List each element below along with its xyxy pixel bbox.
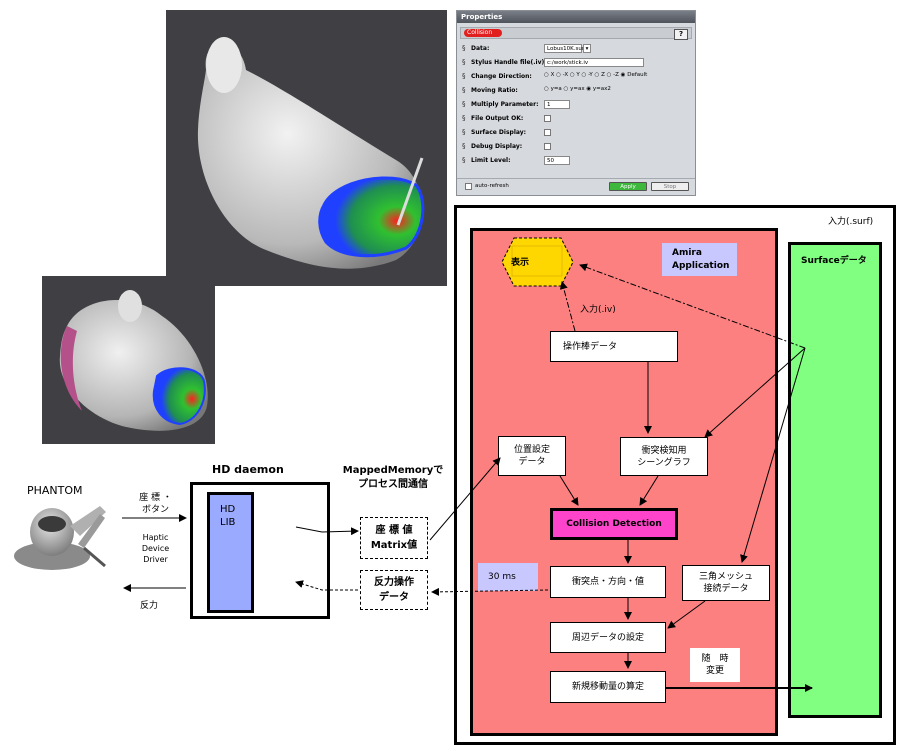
properties-title: Properties: [457, 11, 695, 23]
help-button[interactable]: ?: [674, 29, 688, 40]
prop-row-surface: § Surface Display:: [462, 127, 692, 139]
auto-refresh-label: auto-refresh: [475, 183, 509, 189]
direction-radios[interactable]: ○ X ○ -X ○ Y ○ -Y ○ Z ○ -Z ◉ Default: [544, 72, 648, 78]
hd-lib-box: HD LIB: [207, 492, 254, 613]
display-hexagon-icon: [501, 237, 574, 287]
prop-row-stylus: § Stylus Handle file(.iv): c:/work/stick…: [462, 57, 692, 69]
prop-row-debug: § Debug Display:: [462, 141, 692, 153]
position-data-box: 位置設定 データ: [498, 436, 566, 476]
multiply-input[interactable]: 1: [544, 100, 570, 109]
coord-matrix-box: 座 標 値 Matrix値: [360, 517, 428, 559]
panel-footer: auto-refresh Apply Stop: [457, 178, 695, 195]
update-label: 随 時 変更: [690, 648, 740, 682]
phantom-label: PHANTOM: [27, 484, 83, 497]
input-surf-label: 入力(.surf): [828, 217, 874, 227]
connector-icon: §: [462, 128, 466, 136]
stylus-data-box: 操作棒データ: [550, 331, 678, 362]
connector-icon: §: [462, 114, 466, 122]
coord-button-label: 座 標 ・ ボタン: [139, 493, 172, 515]
triangle-mesh-box: 三角メッシュ 接続データ: [682, 565, 770, 601]
prop-row-limit: § Limit Level: 50: [462, 155, 692, 167]
haptic-driver-label: Haptic Device Driver: [141, 533, 170, 564]
force-label: 反力: [140, 601, 159, 611]
phantom-device-icon: [14, 506, 106, 570]
collision-point-box: 衝突点・方向・値: [550, 566, 666, 598]
prop-row-fileout: § File Output OK:: [462, 113, 692, 125]
model-render-small: [42, 276, 215, 444]
connector-icon: §: [462, 156, 466, 164]
connector-icon: §: [462, 142, 466, 150]
mapped-memory-label: MappedMemoryで プロセス間通信: [342, 465, 444, 490]
ratio-radios[interactable]: ○ y=a ○ y=ax ◉ y=ax2: [544, 86, 611, 92]
connector-icon: §: [462, 44, 466, 52]
module-bar: Collision ?: [460, 27, 692, 40]
prop-row-data: § Data: Lobus10K.surf ▾: [462, 43, 692, 55]
debug-checkbox[interactable]: [544, 143, 551, 150]
hd-daemon-title: HD daemon: [212, 463, 284, 476]
apply-button[interactable]: Apply: [609, 182, 647, 191]
stop-button[interactable]: Stop: [651, 182, 689, 191]
stylus-file-input[interactable]: c:/work/stick.iv: [544, 58, 644, 67]
model-render-large: [166, 10, 447, 286]
connector-icon: §: [462, 58, 466, 66]
fileout-checkbox[interactable]: [544, 115, 551, 122]
properties-panel: Properties Collision ? § Data: Lobus10K.…: [456, 10, 696, 196]
chevron-down-icon[interactable]: ▾: [583, 44, 591, 53]
surrounding-data-box: 周辺データの設定: [550, 622, 666, 653]
prop-row-ratio: § Moving Ratio: ○ y=a ○ y=ax ◉ y=ax2: [462, 86, 611, 94]
amira-app-label: Amira Application: [662, 243, 737, 276]
display-label: 表示: [511, 258, 530, 268]
connector-icon: §: [462, 100, 466, 108]
connector-icon: §: [462, 86, 466, 94]
prop-row-direction: § Change Direction: ○ X ○ -X ○ Y ○ -Y ○ …: [462, 72, 648, 80]
surface-checkbox[interactable]: [544, 129, 551, 136]
surface-data-label: Surfaceデータ: [801, 256, 867, 266]
data-select[interactable]: Lobus10K.surf: [544, 44, 586, 53]
force-data-box: 反力操作 データ: [360, 570, 428, 610]
module-name-button[interactable]: Collision: [464, 29, 502, 37]
connector-icon: §: [462, 72, 466, 80]
input-iv-label: 入力(.iv): [580, 305, 616, 315]
limit-input[interactable]: 50: [544, 156, 570, 165]
hd-lib-label: HD LIB: [220, 504, 236, 528]
scene-graph-box: 衝突検知用 シーングラフ: [620, 437, 708, 476]
surface-data-area: Surfaceデータ: [788, 242, 882, 718]
new-move-box: 新規移動量の算定: [550, 671, 666, 703]
ms30-label: 30 ms: [478, 563, 538, 591]
auto-refresh-checkbox[interactable]: [465, 183, 472, 190]
collision-detection-box: Collision Detection: [550, 508, 678, 540]
prop-row-multiply: § Multiply Parameter: 1: [462, 99, 692, 111]
